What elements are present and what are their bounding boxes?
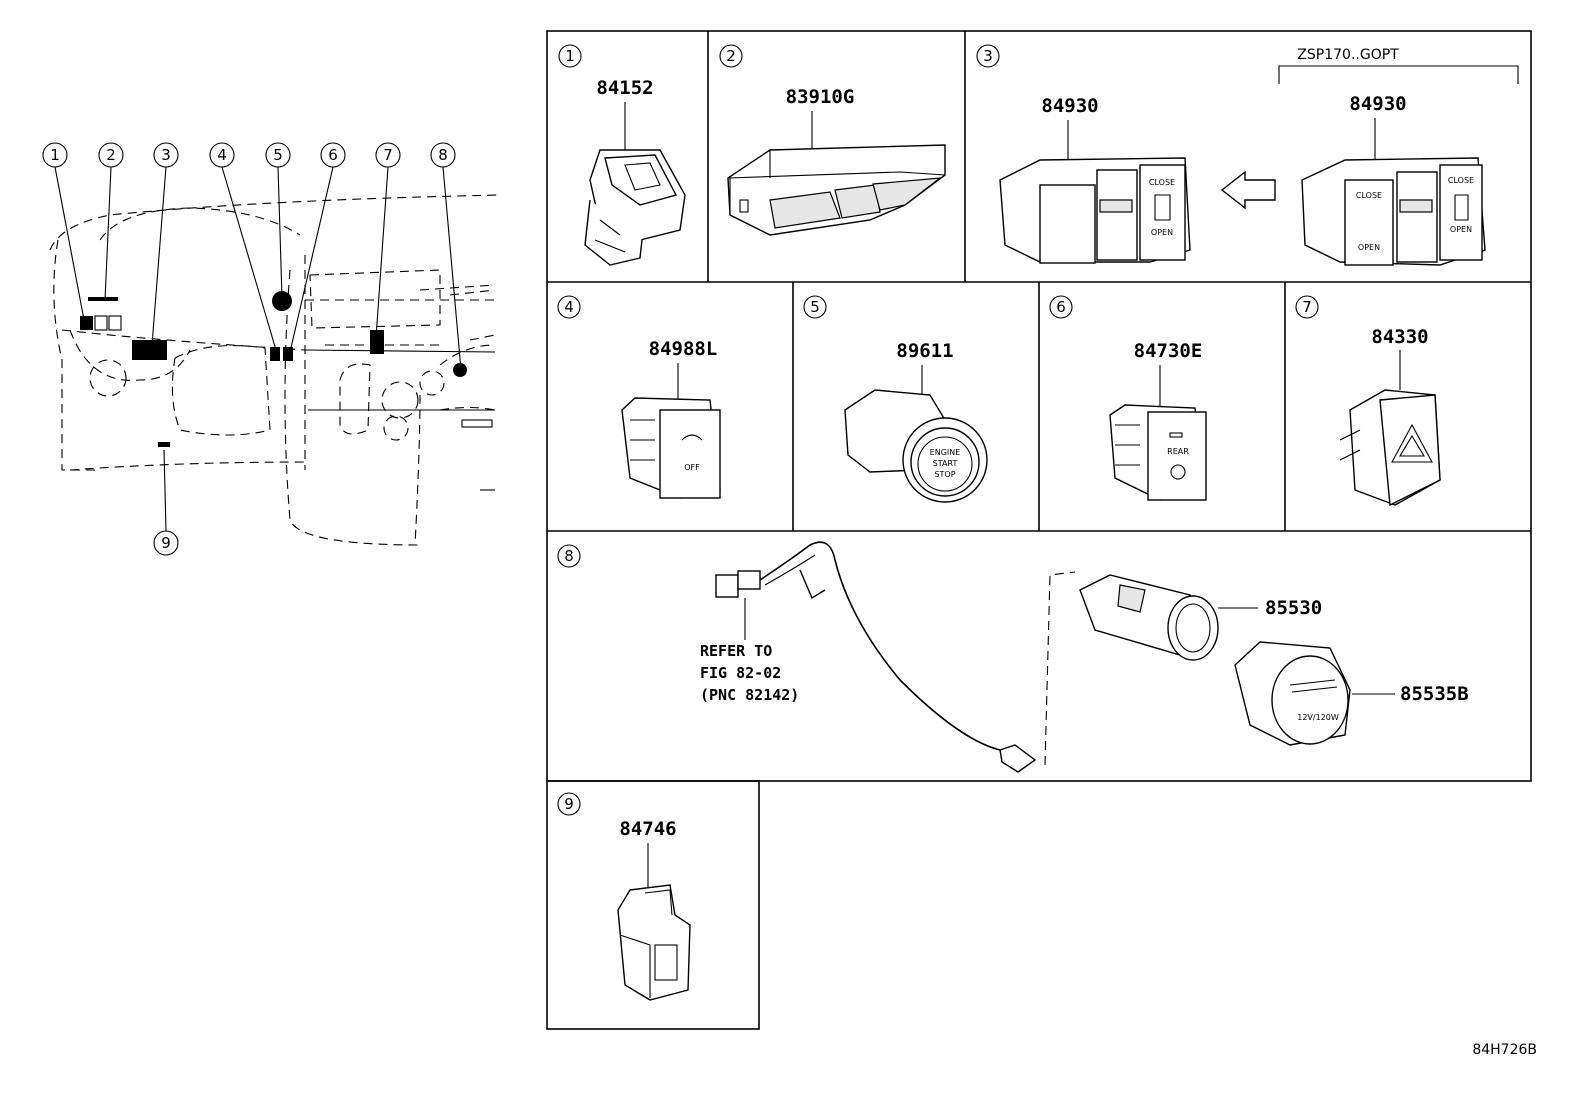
part-number-89611: 89611 [896,340,953,362]
svg-text:ENGINE: ENGINE [930,448,961,457]
callout-5[interactable]: 5 [265,142,291,168]
part-number-84988L: 84988L [649,338,718,360]
svg-text:OPEN: OPEN [1450,225,1472,234]
part-number-83910G: 83910G [786,86,855,108]
svg-text:6: 6 [328,146,338,164]
part-number-84930-right: 84930 [1349,93,1406,115]
svg-text:OPEN: OPEN [1151,228,1173,237]
panel-3[interactable]: 3 ZSP170..GOPT 84930 84930 CLOSE OPEN CL… [976,44,1519,266]
svg-text:1: 1 [50,146,60,164]
svg-text:7: 7 [1302,298,1312,316]
part-number-84152: 84152 [596,77,653,99]
part-number-84930-left: 84930 [1041,95,1098,117]
callout-7[interactable]: 7 [375,142,401,168]
condition-label: ZSP170..GOPT [1297,47,1399,63]
part-number-85535B: 85535B [1400,683,1469,705]
parts-grid [546,30,1532,1030]
svg-text:CLOSE: CLOSE [1356,191,1382,200]
panel-1[interactable]: 1 84152 [558,44,686,266]
svg-text:4: 4 [217,146,227,164]
svg-text:6: 6 [1056,298,1066,316]
svg-text:2: 2 [106,146,116,164]
svg-text:CLOSE: CLOSE [1448,176,1474,185]
svg-text:3: 3 [161,146,171,164]
callout-2[interactable]: 2 [98,142,124,168]
svg-text:CLOSE: CLOSE [1149,178,1175,187]
condition-bracket [1278,65,1519,84]
switch-84730E: REAR [1109,404,1207,501]
part-number-85530: 85530 [1265,597,1322,619]
svg-text:STOP: STOP [934,470,955,479]
svg-text:1: 1 [565,47,575,65]
dashboard-outline [49,194,501,546]
panel-6[interactable]: 6 84730E REAR [1049,295,1207,501]
callout-8[interactable]: 8 [430,142,456,168]
panel-9[interactable]: 9 84746 [557,792,691,1001]
reference-note-line-2: FIG 82-02 [700,664,781,682]
panel-7[interactable]: 7 84330 [1295,295,1441,507]
svg-text:5: 5 [273,146,283,164]
svg-text:5: 5 [810,298,820,316]
svg-text:12V/120W: 12V/120W [1297,713,1339,722]
svg-text:OFF: OFF [684,463,700,472]
switch-84988L: OFF [621,397,721,499]
arrow-icon [1220,170,1276,210]
dashboard-solid-lines [304,349,496,491]
switch-84930-blank-variant: CLOSE OPEN [999,157,1191,264]
svg-text:2: 2 [726,47,736,65]
svg-text:REAR: REAR [1167,447,1189,456]
panel-5[interactable]: 5 89611 ENGINE START STOP [803,295,988,503]
switch-84152 [584,149,686,266]
svg-text:4: 4 [564,298,574,316]
part-number-84746: 84746 [619,818,676,840]
callout-9[interactable]: 9 [153,530,179,556]
switch-83910G [727,144,946,236]
svg-text:3: 3 [983,47,993,65]
power-outlet-cap-85535B: 12V/120W [1234,641,1351,746]
svg-text:OPEN: OPEN [1358,243,1380,252]
panel-4[interactable]: 4 84988L OFF [557,295,721,499]
part-number-84330: 84330 [1371,326,1428,348]
panel-8[interactable]: 8 REFER TO FIG 82-02 (PNC 82142) 85530 1… [557,541,1469,773]
wire-harness [715,541,1076,773]
callout-4[interactable]: 4 [209,142,235,168]
callout-3[interactable]: 3 [153,142,179,168]
svg-text:9: 9 [564,795,574,813]
reference-note-line-1: REFER TO [700,642,772,660]
hazard-switch [1339,389,1441,507]
panel-2[interactable]: 2 83910G [719,44,946,236]
dashboard-locator: 1 2 3 4 5 6 7 8 [42,142,501,556]
socket-85530 [1079,574,1219,661]
hazard-triangle-icon [1391,423,1433,463]
svg-text:START: START [933,459,958,468]
svg-text:8: 8 [438,146,448,164]
part-number-84730E: 84730E [1134,340,1203,362]
switch-84930-dual-door-variant: CLOSE OPEN CLOSE OPEN [1301,157,1486,266]
callout-6[interactable]: 6 [320,142,346,168]
callout-1[interactable]: 1 [42,142,68,168]
reference-note-line-3: (PNC 82142) [700,686,799,704]
illustration-code: 84H726B [1472,1042,1537,1058]
engine-start-stop-button: ENGINE START STOP [844,389,988,503]
callout-leaders [54,166,462,532]
svg-text:9: 9 [161,534,171,552]
svg-text:8: 8 [564,547,574,565]
connector-84746 [617,884,691,1001]
svg-text:7: 7 [383,146,393,164]
location-markers [80,291,467,447]
